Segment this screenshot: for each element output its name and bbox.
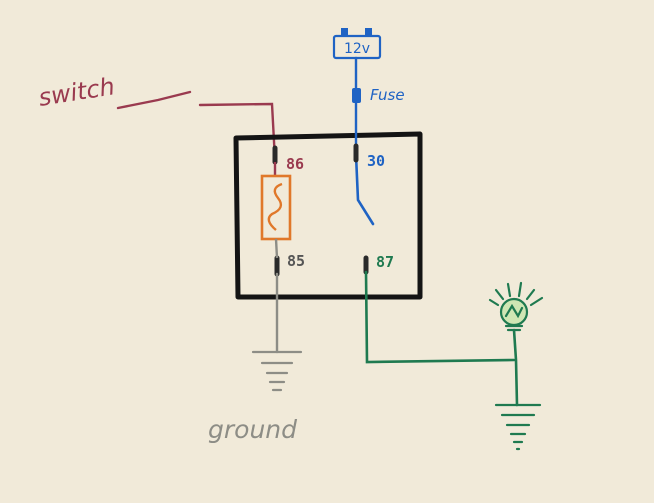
- lamp-icon: [488, 281, 544, 332]
- ground-label: ground: [208, 415, 297, 444]
- relay-box: [233, 131, 423, 300]
- battery-label: 12v: [344, 41, 370, 57]
- pin-85-label: 85: [287, 252, 305, 270]
- pin-86-label: 86: [286, 155, 304, 173]
- pin-87-label: 87: [376, 253, 394, 271]
- pin-30-label: 30: [367, 152, 385, 170]
- fuse-label: Fuse: [370, 86, 405, 104]
- ground-icon: [251, 350, 303, 392]
- relay-pins: [272, 143, 369, 277]
- coil-icon: [260, 162, 292, 259]
- load-wire: [364, 270, 519, 407]
- fuse-icon: [352, 88, 361, 103]
- switch-wire: [116, 90, 277, 162]
- relay-contact: [354, 153, 375, 226]
- load-ground-icon: [494, 403, 542, 451]
